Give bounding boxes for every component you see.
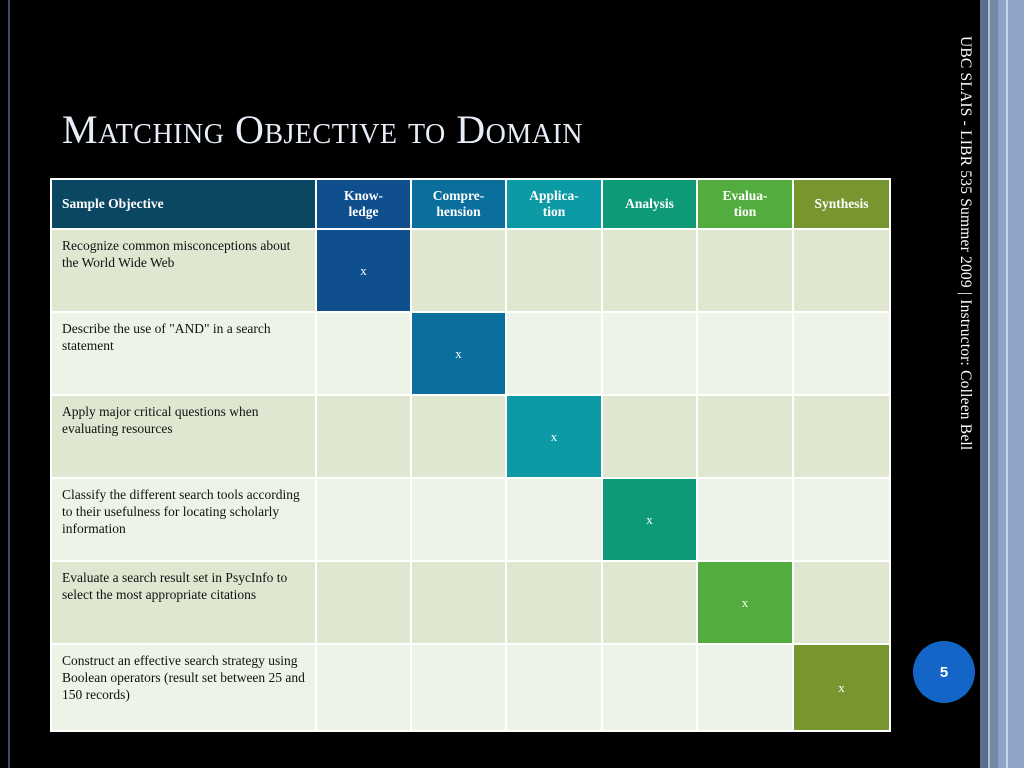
domain-mark-cell: x: [505, 394, 603, 479]
domain-mark-cell: [410, 228, 507, 313]
domain-mark-cell: [410, 560, 507, 645]
domain-mark-cell: [696, 228, 794, 313]
header-domain: Analysis: [601, 178, 698, 230]
table-row: Describe the use of "AND" in a search st…: [50, 311, 891, 396]
domain-mark-cell: [505, 643, 603, 732]
domain-mark-cell: x: [696, 560, 794, 645]
table-row: Recognize common misconceptions about th…: [50, 228, 891, 313]
domain-mark-cell: [505, 311, 603, 396]
decorative-stripe: [980, 0, 988, 768]
course-info-text: UBC SLAIS - LIBR 535 Summer 2009 | Instr…: [957, 36, 974, 451]
decorative-stripe: [1006, 0, 1008, 768]
header-domain: Synthesis: [792, 178, 891, 230]
domain-mark-cell: [601, 311, 698, 396]
decorative-stripe: [990, 0, 998, 768]
slide-title: Matching Objective to Domain: [62, 107, 584, 152]
objective-cell: Evaluate a search result set in PsycInfo…: [50, 560, 317, 645]
domain-mark-cell: [696, 643, 794, 732]
domain-mark-cell: [315, 394, 412, 479]
domain-mark-cell: [410, 643, 507, 732]
objective-cell: Describe the use of "AND" in a search st…: [50, 311, 317, 396]
table-row: Evaluate a search result set in PsycInfo…: [50, 560, 891, 645]
header-domain: Compre- hension: [410, 178, 507, 230]
domain-mark-cell: [601, 560, 698, 645]
header-domain: Know- ledge: [315, 178, 412, 230]
table-row: Classify the different search tools acco…: [50, 477, 891, 562]
domain-mark-cell: [792, 394, 891, 479]
domain-mark-cell: [601, 394, 698, 479]
domain-mark-cell: [792, 228, 891, 313]
domain-mark-cell: [696, 311, 794, 396]
domain-mark-cell: [410, 477, 507, 562]
objective-cell: Apply major critical questions when eval…: [50, 394, 317, 479]
domain-mark-cell: [696, 394, 794, 479]
page-number: 5: [939, 663, 949, 681]
header-domain: Applica- tion: [505, 178, 603, 230]
domain-mark-cell: [315, 560, 412, 645]
domain-mark-cell: [601, 643, 698, 732]
domain-mark-cell: x: [601, 477, 698, 562]
domain-mark-cell: [315, 643, 412, 732]
header-sample-objective: Sample Objective: [50, 178, 317, 230]
domain-mark-cell: x: [792, 643, 891, 732]
domain-mark-cell: [410, 394, 507, 479]
objective-cell: Construct an effective search strategy u…: [50, 643, 317, 732]
header-domain: Evalua- tion: [696, 178, 794, 230]
domain-mark-cell: [315, 477, 412, 562]
domain-mark-cell: [315, 311, 412, 396]
decorative-stripe: [988, 0, 990, 768]
table-row: Construct an effective search strategy u…: [50, 643, 891, 732]
objective-cell: Recognize common misconceptions about th…: [50, 228, 317, 313]
domain-mark-cell: x: [315, 228, 412, 313]
domain-mark-cell: x: [410, 311, 507, 396]
domain-mark-cell: [696, 477, 794, 562]
domain-mark-cell: [792, 311, 891, 396]
domain-mark-cell: [505, 477, 603, 562]
left-border-line: [8, 0, 10, 768]
table-row: Apply major critical questions when eval…: [50, 394, 891, 479]
domain-mark-cell: [505, 228, 603, 313]
page-number-badge: 5: [913, 641, 975, 703]
objective-cell: Classify the different search tools acco…: [50, 477, 317, 562]
domain-mark-cell: [601, 228, 698, 313]
domain-mark-cell: [792, 560, 891, 645]
decorative-stripe: [998, 0, 1024, 768]
domain-mark-cell: [505, 560, 603, 645]
domain-mark-cell: [792, 477, 891, 562]
